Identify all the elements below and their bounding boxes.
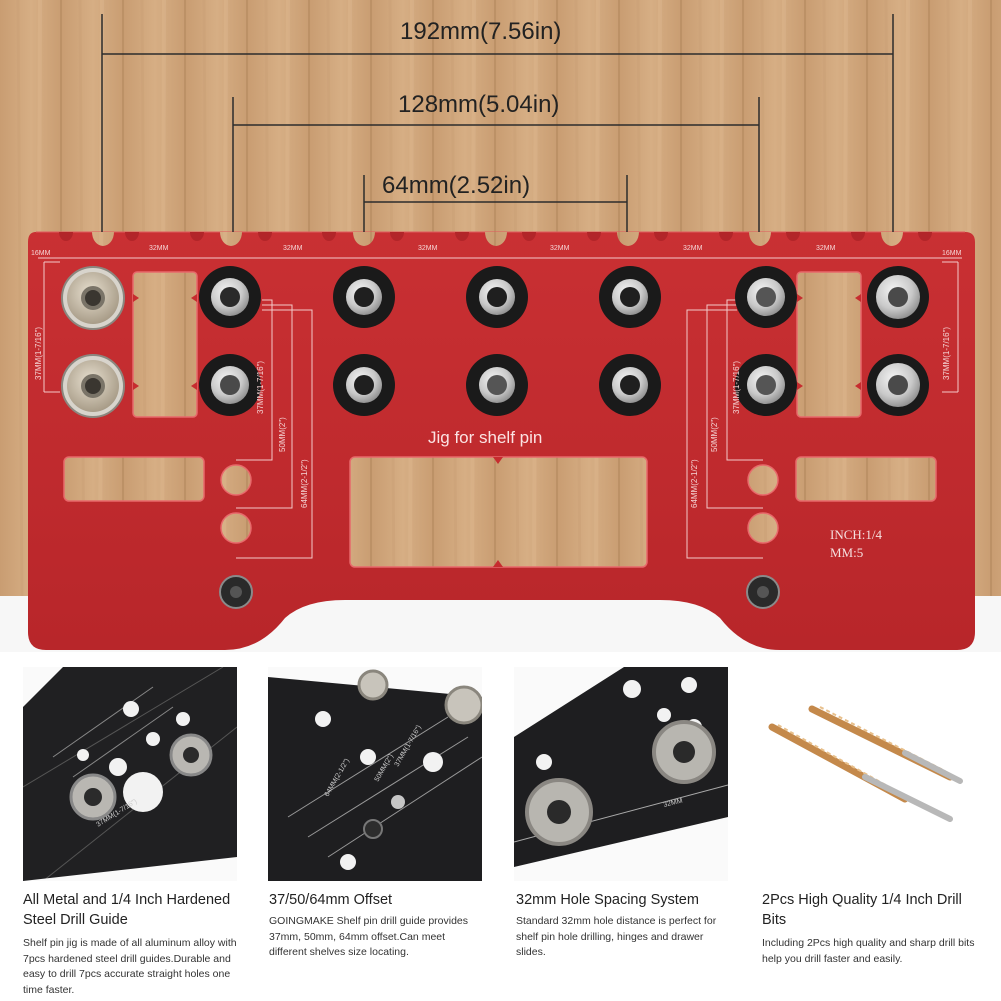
feature-body-4: Including 2Pcs high quality and sharp dr… [762, 937, 975, 965]
spacing-label: 32MM [550, 245, 570, 252]
inch-label: INCH:1/4 [830, 527, 882, 542]
offset-50-right: 50MM(2") [710, 417, 719, 452]
dimension-64mm: 64mm(2.52in) [382, 172, 531, 199]
detail-photo-steel-guide: 37MM(1-7/16") [23, 667, 237, 881]
feature-body-3: Standard 32mm hole distance is perfect f… [516, 915, 717, 958]
offset-64-left: 64MM(2-1/2") [300, 459, 309, 508]
jig-title: Jig for shelf pin [428, 428, 543, 447]
jig-illustration [0, 0, 1001, 652]
spacing-label: 32MM [149, 245, 169, 252]
spacing-label: 32MM [418, 245, 438, 252]
offset-37-left: 37MM(1-7/16") [256, 360, 265, 414]
detail-photo-drill-bits [760, 667, 974, 881]
product-hero: 192mm(7.56in) 128mm(5.04in) 64mm(2.52in)… [0, 0, 1001, 652]
spacing-label: 32MM [816, 245, 836, 252]
detail-photo-spacing: 32MM [514, 667, 728, 881]
offset-37-right: 37MM(1-7/16") [732, 360, 741, 414]
offset-64-right: 64MM(2-1/2") [690, 459, 699, 508]
svg-text:32MM: 32MM [663, 797, 684, 809]
edge-label: 16MM [31, 250, 51, 257]
feature-body-1: Shelf pin jig is made of all aluminum al… [23, 937, 237, 996]
detail-photo-offset: 64MM(2-1/2") 50MM(2") 37MM(1-7/16") [268, 667, 482, 881]
row-offset-label-right: 37MM(1-7/16") [942, 326, 951, 380]
feature-title-2: 37/50/64mm Offset [269, 892, 393, 908]
feature-title-4: 2Pcs High Quality 1/4 Inch Drill Bits [762, 892, 962, 928]
dimension-128mm: 128mm(5.04in) [398, 91, 560, 118]
edge-label: 16MM [942, 250, 962, 257]
dimension-192mm: 192mm(7.56in) [400, 18, 562, 45]
spacing-label: 32MM [683, 245, 703, 252]
row-offset-label-left: 37MM(1-7/16") [34, 326, 43, 380]
offset-50-left: 50MM(2") [278, 417, 287, 452]
mm-label: MM:5 [830, 545, 864, 560]
feature-title-1: All Metal and 1/4 Inch Hardened Steel Dr… [23, 892, 231, 928]
feature-body-2: GOINGMAKE Shelf pin drill guide provides… [269, 915, 469, 958]
feature-title-3: 32mm Hole Spacing System [516, 892, 699, 908]
spacing-label: 32MM [283, 245, 303, 252]
